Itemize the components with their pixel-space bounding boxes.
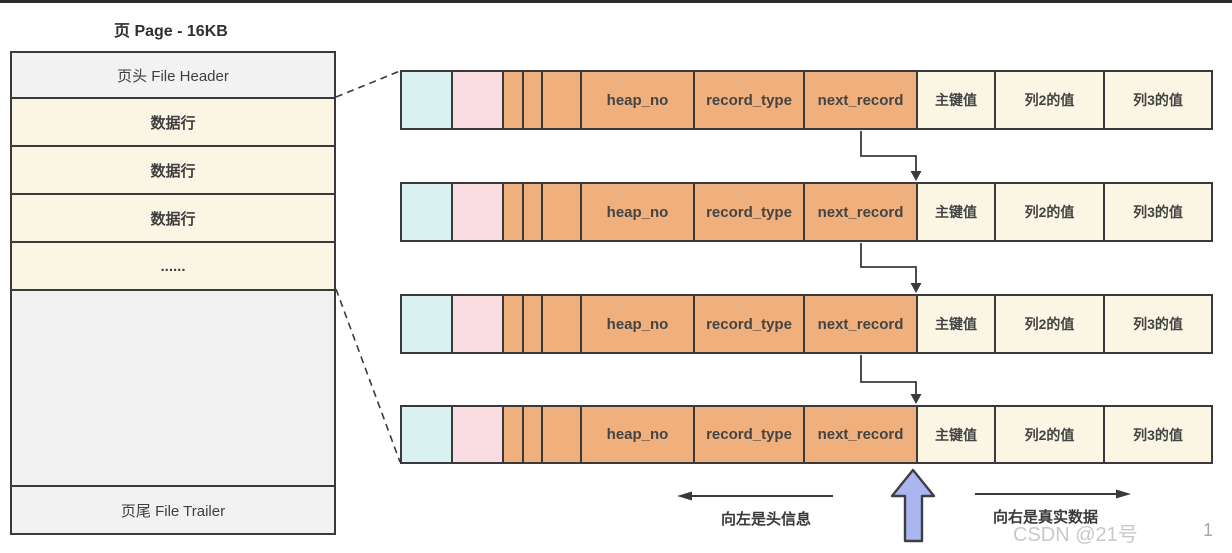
record-cell-col2: 列2的值: [996, 296, 1105, 352]
data-row-ellipsis: ......: [12, 243, 334, 291]
dashed-line-top: [335, 70, 401, 98]
record-row-4: heap_no record_type next_record 主键值 列2的值…: [400, 405, 1213, 464]
record-cell-record-type: record_type: [695, 72, 805, 128]
data-row-label: 数据行: [150, 162, 196, 180]
record-cell-primary-key: 主键值: [918, 296, 996, 352]
left-direction-arrowhead: [677, 491, 692, 501]
record-cell-small-1: [504, 184, 524, 240]
record-cell-pink: [453, 296, 504, 352]
page-number: 1: [1203, 520, 1214, 540]
next-record-link-3: [860, 355, 917, 395]
record-cell-blue: [402, 407, 453, 462]
record-cell-blue: [402, 184, 453, 240]
ellipsis-label: ......: [160, 257, 186, 275]
record-cell-small-1: [504, 407, 524, 462]
record-cell-blue: [402, 296, 453, 352]
watermark: CSDN @21号: [1013, 524, 1138, 546]
record-cell-heap-no: heap_no: [582, 72, 695, 128]
record-cell-small-2: [524, 296, 543, 352]
data-row-label: 数据行: [150, 210, 196, 228]
record-cell-heap-no: heap_no: [582, 184, 695, 240]
record-cell-record-type: record_type: [695, 296, 805, 352]
record-cell-col3: 列3的值: [1105, 296, 1211, 352]
record-cell-small-2: [524, 184, 543, 240]
record-cell-record-type: record_type: [695, 407, 805, 462]
record-row-1: heap_no record_type next_record 主键值 列2的值…: [400, 70, 1213, 130]
record-cell-heap-no: heap_no: [582, 296, 695, 352]
record-cell-col2: 列2的值: [996, 407, 1105, 462]
record-cell-col2: 列2的值: [996, 184, 1105, 240]
record-cell-pink: [453, 407, 504, 462]
record-cell-col2: 列2的值: [996, 72, 1105, 128]
record-cell-small-3: [543, 407, 582, 462]
record-cell-record-type: record_type: [695, 184, 805, 240]
record-cell-small-2: [524, 407, 543, 462]
left-arrow-label: 向左是头信息: [721, 511, 812, 528]
file-trailer-row: 页尾 File Trailer: [12, 487, 334, 533]
file-header-label: 页头 File Header: [117, 67, 229, 85]
record-row-2: heap_no record_type next_record 主键值 列2的值…: [400, 182, 1213, 242]
record-cell-next-record: next_record: [805, 296, 918, 352]
page-structure-box: 页头 File Header 数据行 数据行 数据行 ...... 页尾 Fil…: [10, 51, 336, 535]
record-cell-pink: [453, 72, 504, 128]
data-row-1: 数据行: [12, 99, 334, 147]
dashed-line-bottom: [335, 288, 401, 463]
record-cell-primary-key: 主键值: [918, 407, 996, 462]
record-cell-small-2: [524, 72, 543, 128]
record-cell-primary-key: 主键值: [918, 184, 996, 240]
record-cell-small-3: [543, 72, 582, 128]
record-row-3: heap_no record_type next_record 主键值 列2的值…: [400, 294, 1213, 354]
record-cell-next-record: next_record: [805, 184, 918, 240]
file-trailer-label: 页尾 File Trailer: [120, 502, 226, 520]
record-cell-heap-no: heap_no: [582, 407, 695, 462]
free-space-area: [12, 291, 334, 487]
page-title: 页 Page - 16KB: [114, 23, 228, 40]
record-cell-small-1: [504, 296, 524, 352]
right-direction-arrowhead: [1116, 489, 1131, 499]
right-arrow-label: 向右是真实数据: [993, 509, 1099, 526]
record-cell-small-3: [543, 296, 582, 352]
data-row-label: 数据行: [150, 114, 196, 132]
record-cell-col3: 列3的值: [1105, 184, 1211, 240]
record-cell-small-1: [504, 72, 524, 128]
next-record-link-1: [860, 131, 917, 173]
arrowhead-down-1: [910, 171, 922, 181]
record-cell-next-record: next_record: [805, 72, 918, 128]
data-row-3: 数据行: [12, 195, 334, 243]
data-row-2: 数据行: [12, 147, 334, 195]
file-header-row: 页头 File Header: [12, 53, 334, 99]
record-cell-small-3: [543, 184, 582, 240]
record-cell-primary-key: 主键值: [918, 72, 996, 128]
record-cell-col3: 列3的值: [1105, 72, 1211, 128]
up-arrow: [890, 468, 936, 543]
arrowhead-down-2: [910, 283, 922, 293]
record-cell-col3: 列3的值: [1105, 407, 1211, 462]
record-cell-next-record: next_record: [805, 407, 918, 462]
record-cell-pink: [453, 184, 504, 240]
record-cell-blue: [402, 72, 453, 128]
arrowhead-down-3: [910, 394, 922, 404]
window-top-edge: [0, 0, 1232, 3]
next-record-link-2: [860, 243, 917, 285]
